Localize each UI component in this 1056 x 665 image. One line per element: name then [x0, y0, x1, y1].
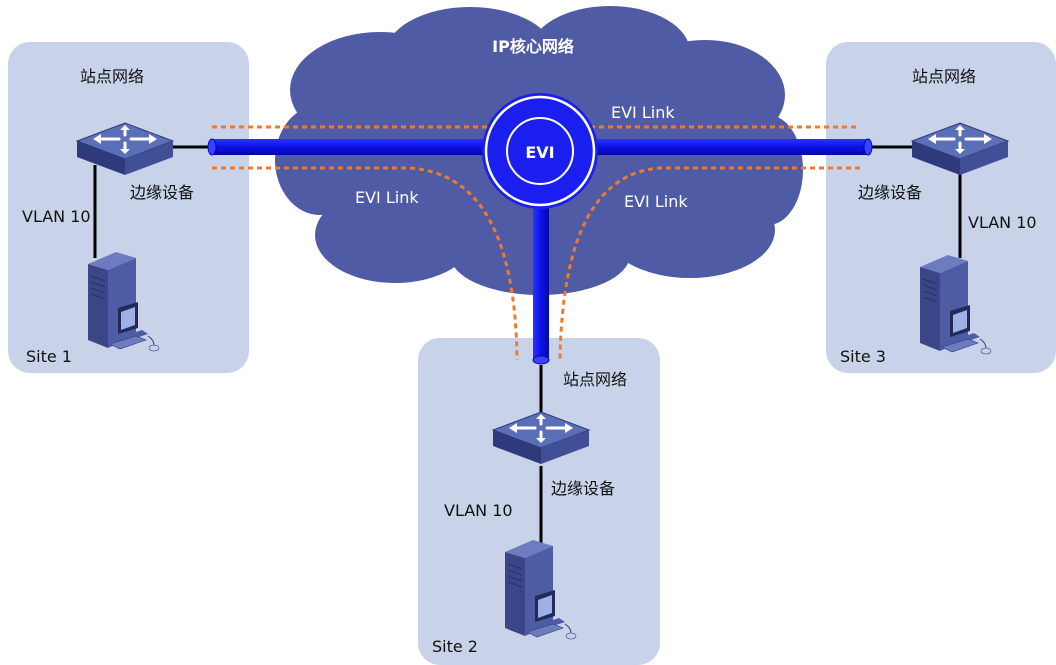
- site-label: Site 2: [432, 637, 478, 656]
- edge-device-label: 边缘设备: [130, 183, 194, 202]
- edge-device-label: 边缘设备: [551, 479, 615, 498]
- site-1: 站点网络 边缘设备 VLAN 10 Site 1: [22, 67, 194, 366]
- evi-tunnel-right-end: [863, 138, 873, 156]
- site-2: 站点网络 边缘设备 VLAN 10 Site 2: [432, 370, 627, 656]
- evi-tunnel-down-end: [532, 355, 550, 365]
- device-connections: [93, 145, 962, 545]
- site-label: Site 3: [840, 347, 886, 366]
- edge-device-label: 边缘设备: [858, 183, 922, 202]
- site-3-area: [826, 42, 1056, 373]
- evi-tunnel-left-end: [207, 138, 217, 156]
- evi-hub: EVI: [482, 93, 598, 209]
- evi-label: EVI: [525, 143, 554, 162]
- vlan-label: VLAN 10: [22, 207, 91, 226]
- evi-link-label-top-right: EVI Link: [611, 103, 675, 122]
- core-network-label: IP核心网络: [492, 37, 574, 56]
- evi-tunnel-down: [533, 200, 549, 360]
- site-2-area: [418, 338, 660, 665]
- site-network-label: 站点网络: [80, 67, 144, 86]
- vlan-label: VLAN 10: [444, 501, 513, 520]
- site-network-label: 站点网络: [912, 67, 976, 86]
- evi-link-dash-right: [558, 166, 860, 361]
- site-3: 站点网络 边缘设备 VLAN 10 Site 3: [840, 67, 1037, 366]
- site-1-area: [8, 42, 249, 373]
- site-label: Site 1: [26, 347, 72, 366]
- vlan-label: VLAN 10: [968, 213, 1037, 232]
- evi-link-label-bottom-left: EVI Link: [355, 188, 419, 207]
- site-network-label: 站点网络: [563, 370, 627, 389]
- evi-link-dash-left: [212, 166, 519, 361]
- evi-tunnel-right: [570, 139, 868, 155]
- evi-tunnel-left: [212, 139, 512, 155]
- evi-link-label-bottom-right: EVI Link: [624, 192, 688, 211]
